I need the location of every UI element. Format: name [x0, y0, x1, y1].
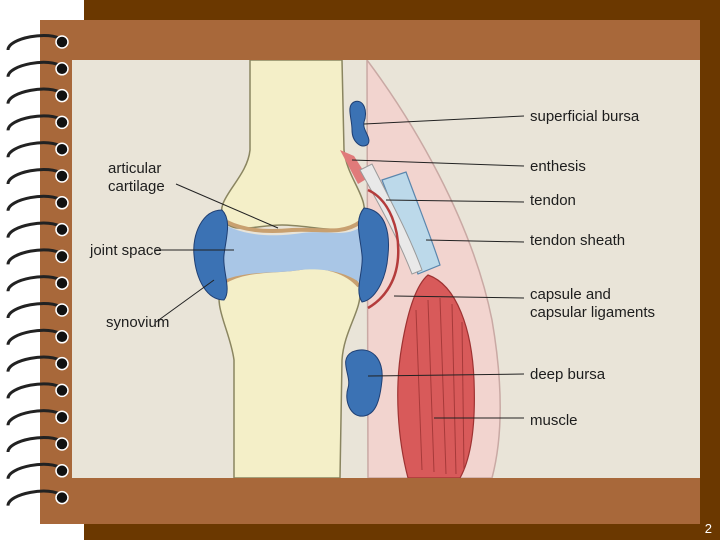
superficial-bursa-shape: [349, 100, 370, 147]
binding-ring: [6, 462, 63, 480]
synovium-left: [193, 209, 229, 301]
label-articular-line2: cartilage: [108, 178, 165, 195]
joint-diagram: superficial bursa enthesis tendon tendon…: [72, 60, 700, 478]
binding-ring: [6, 33, 63, 51]
binding-hole: [55, 222, 69, 237]
binding-ring: [6, 221, 63, 239]
binding-ring: [6, 355, 63, 373]
binding-ring: [6, 194, 63, 212]
label-superficial-bursa: superficial bursa: [530, 108, 640, 125]
binding-hole: [55, 330, 69, 344]
joint-space-region: [217, 226, 367, 282]
binding-ring: [6, 87, 63, 105]
binding-hole: [55, 35, 69, 49]
label-tendon-sheath: tendon sheath: [530, 232, 626, 249]
binding-ring: [6, 248, 63, 265]
binding-hole: [55, 437, 69, 451]
binding-ring: [6, 328, 63, 346]
label-capsule-line2: capsular ligaments: [530, 304, 656, 321]
binding-hole: [55, 383, 69, 398]
label-synovium: synovium: [106, 314, 170, 331]
binding-hole: [55, 115, 69, 130]
muscle-fibers: [415, 297, 465, 475]
binding-ring: [6, 114, 63, 131]
enthesis-shape: [340, 150, 368, 184]
binding-hole: [55, 490, 69, 505]
lower-bone: [218, 263, 361, 478]
binding-hole: [55, 196, 69, 210]
binding-hole: [55, 410, 69, 424]
binding-hole: [55, 276, 69, 290]
label-tendon: tendon: [530, 192, 576, 209]
deep-bursa-shape: [345, 349, 383, 417]
leader-lines: [155, 115, 525, 419]
binding-ring: [6, 167, 63, 185]
binding-hole: [55, 356, 69, 371]
binding-hole: [55, 464, 69, 478]
binding-ring: [6, 275, 63, 292]
binding-hole: [55, 142, 69, 156]
capsule-shape: [367, 188, 400, 310]
binding-ring: [6, 489, 63, 507]
binding-hole: [55, 249, 69, 264]
binding-hole: [55, 303, 69, 317]
binding-hole: [55, 88, 69, 103]
binding-ring: [6, 435, 63, 453]
binding-ring: [6, 301, 63, 319]
binding-hole: [55, 62, 69, 76]
label-joint-space: joint space: [90, 242, 162, 259]
slide-number: 2: [704, 521, 712, 536]
binding-ring: [6, 409, 63, 426]
binding-ring: [6, 141, 63, 158]
binding-ring: [6, 382, 63, 399]
label-deep-bursa: deep bursa: [530, 366, 606, 383]
label-capsule-line1: capsule and: [530, 286, 611, 303]
upper-bone: [220, 60, 366, 231]
binding-hole: [55, 169, 69, 183]
tendon-shape: [359, 163, 423, 275]
label-enthesis: enthesis: [530, 158, 586, 175]
synovium-right: [357, 207, 389, 303]
articular-cartilage-upper: [226, 220, 362, 234]
label-articular-line1: articular: [108, 160, 162, 177]
joint-illustration: [155, 60, 525, 478]
spiral-binding: [6, 33, 69, 507]
label-muscle: muscle: [530, 412, 578, 429]
binding-ring: [6, 60, 63, 78]
